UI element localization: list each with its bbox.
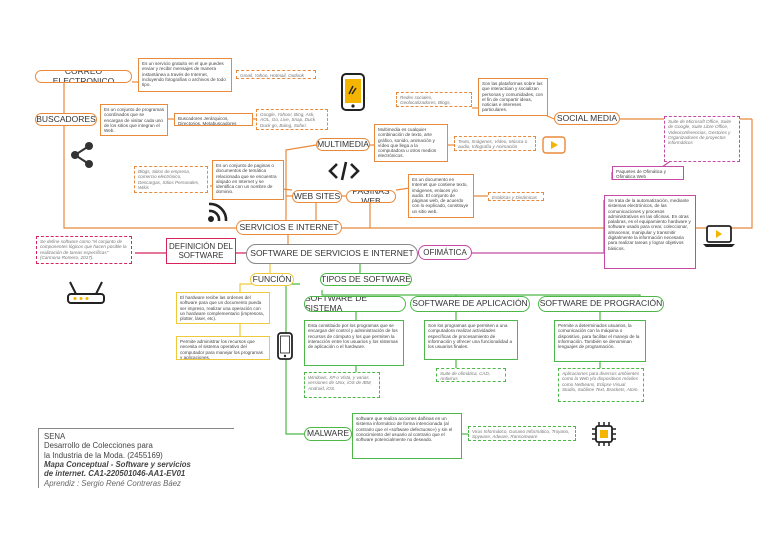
buscadores-node: BUSCADORES: [35, 113, 97, 126]
malware-node: MALWARE: [304, 427, 352, 441]
websites-desc: Es un conjunto de paginas o documentos d…: [212, 160, 284, 200]
buscadores-examples: Google, Yahoo!, Bing, Ask, AOL, Go, Live…: [256, 109, 328, 130]
aplicacion-examples: Suite de ofimática, CAD, Antivirus: [436, 368, 506, 382]
aplicacion-node: SOFTWARE DE APLICACIÓN: [410, 296, 530, 312]
router-icon: [67, 281, 105, 304]
multimedia-desc: Multimedia es cualquier combinación de t…: [374, 124, 448, 162]
definicion-quote: Se define software como "el conjunto de …: [36, 236, 132, 264]
malware-examples: Virus Informático, Gusano Informático, T…: [468, 426, 576, 441]
social-node: SOCIAL MEDIA: [554, 112, 620, 125]
laptop-icon: [703, 225, 735, 247]
multimedia-examples: Texto, Imágenes, Vídeo, Música o audio, …: [454, 136, 536, 151]
buscadores-desc: Es un conjunto de programas coordinados …: [100, 104, 168, 136]
servicios-internet-node: SERVICIOS E INTERNET: [236, 220, 342, 235]
social-desc: Son las plataformas sobre las que intera…: [478, 78, 548, 116]
definicion-node: DEFINICIÓN DEL SOFTWARE: [166, 238, 236, 264]
credits-line-3: la Industria de la Moda. (2455169): [44, 450, 163, 460]
ofimatica-desc: Se trata de la automatización, mediante …: [604, 195, 696, 269]
smartphone-icon: [341, 73, 365, 111]
credits-line-5: de internet. CA1-220501046-AA1-EV01: [44, 469, 186, 479]
phone-icon: [277, 332, 293, 360]
programacion-examples: Aplicaciones para diversos ambientes com…: [558, 368, 644, 402]
tipos-node: TIPOS DE SOFTWARE: [320, 273, 412, 286]
programacion-desc: Permite a determinados usuarios, la comu…: [554, 320, 646, 362]
funcion-box-1: El hardware recibe las ordenes del softw…: [176, 292, 270, 324]
buscadores-types: Buscadores Jerárquicos, Directorios, Met…: [174, 113, 253, 126]
credits-line-1: SENA: [44, 432, 66, 441]
malware-desc: software que realiza acciones dañinas en…: [352, 413, 462, 459]
code-icon: [328, 161, 360, 181]
funcion-box-2: Permite administrar los recursos que nec…: [176, 336, 270, 360]
sistema-desc: Esta constituido por los programas que s…: [304, 320, 404, 366]
play-icon: [542, 136, 566, 154]
correo-desc: Es un servicio gratuito en el que puedes…: [138, 58, 232, 92]
credits-line-4: Mapa Conceptual - Software y servicios: [44, 460, 191, 470]
paginas-desc: Es un documento en Internet que contiene…: [408, 174, 474, 218]
sistema-node: SOFTWARE DE SISTEMA: [304, 296, 406, 312]
funcion-node: FUNCIÓN: [250, 273, 294, 286]
credits-block: SENA Desarrollo de Colecciones para la I…: [38, 428, 234, 489]
ofimatica-paquetes: Paquetes de Ofimática y Ofimática Web: [612, 166, 684, 180]
wifi-icon: [208, 202, 228, 222]
credits-line-6: Aprendiz : Sergio René Contreras Báez: [44, 478, 181, 488]
paginas-node: PAGINAS WEB: [346, 190, 396, 203]
correo-node: CORREO ELECTRONICO: [35, 70, 132, 83]
chip-icon: [592, 422, 616, 446]
aplicacion-desc: Son los programas que permiten a una com…: [424, 320, 518, 360]
sistema-examples: Windows, XP o Vista, y varias versiones …: [304, 372, 380, 398]
social-examples: Redes sociales, Geolocalizadores, Blogs,…: [396, 92, 472, 107]
multimedia-node: MULTIMEDIA: [316, 138, 370, 151]
paginas-examples: Estáticas y Dinámicas: [488, 192, 544, 201]
correo-examples: Gmail, Yahoo, Hotmail, Outlook: [236, 70, 316, 79]
ofimatica-examples: Suite de Microsoft Office, Suite de Goog…: [664, 116, 740, 162]
share-icon: [71, 142, 93, 168]
programacion-node: SOFTWARE DE PROGRACIÓN: [538, 296, 664, 312]
ofimatica-node: OFIMÁTICA: [418, 245, 472, 260]
credits-line-2: Desarrollo de Colecciones para: [44, 441, 153, 451]
central-topic: SOFTWARE DE SERVICIOS E INTERNET: [246, 244, 418, 264]
websites-node: WEB SITES: [292, 190, 342, 203]
websites-examples: Blogs, Sitios de empresa, comercio elect…: [134, 166, 208, 193]
